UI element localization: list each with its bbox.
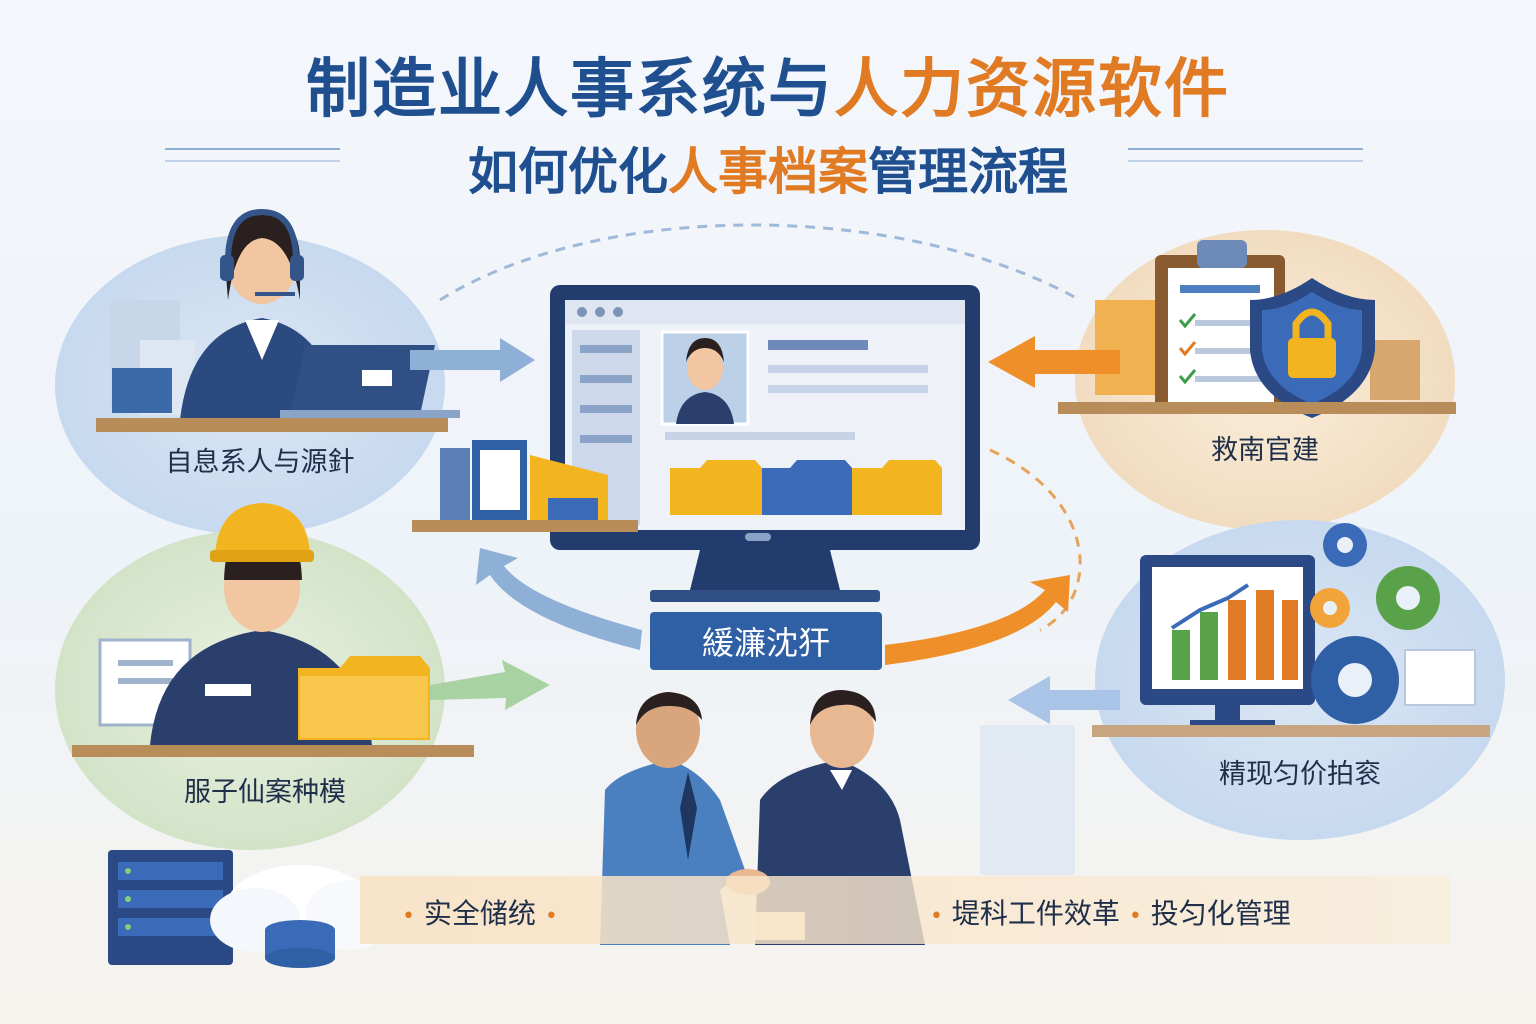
label-mid-right: 精现匀价拍衮 [1219,759,1381,790]
banner-item-2: • 堤科工件效革 • 投匀化管理 [930,892,1291,932]
arrow-to-monitor-blue [1008,676,1120,724]
bullet-dot-icon: • [544,904,558,929]
label-mid-left: 服子仙案种模 [184,777,346,808]
title-rule-right-2 [1128,160,1363,162]
arrow-to-monitor-green [430,660,550,710]
worker-hardhat-figure [72,503,474,757]
bullet-dot-icon: • [1128,904,1142,929]
bullet-dot-icon: • [930,904,943,929]
clipboard-shield-figure [1058,240,1456,418]
main-title-part1: 制造业人事系统与 [306,53,834,127]
subtitle-part2: 人事档案 [668,143,868,201]
banner-item-1: • 实全储统 • [402,892,558,932]
analytics-gears-figure [1092,523,1490,737]
arrow-to-monitor-orange [988,336,1120,388]
main-title: 制造业人事系统与人力资源软件 [0,38,1536,130]
binder-shelf [412,440,638,532]
server-cloud-figure [108,850,395,968]
banner-item-3-text: 投匀化管理 [1150,897,1291,930]
title-rule-left-2 [165,160,340,162]
main-title-part2: 人力资源软件 [834,53,1230,127]
bullet-dot-icon: • [402,904,415,929]
worker-headset-figure [96,208,460,432]
center-monitor [550,285,980,602]
title-rule-left [165,148,340,150]
bottom-banner [360,876,1450,944]
label-top-right: 救南官建 [1211,435,1319,466]
orbit-right [989,448,1082,632]
arrow-cycle-left [476,548,642,650]
center-process-label: 緩濂沈犴 [650,612,882,670]
subtitle-part1: 如何优化 [468,143,668,201]
subtitle: 如何优化人事档案管理流程 [0,132,1536,204]
banner-item-2-text: 堤科工件效革 [951,897,1120,930]
arrow-to-monitor-left [410,338,535,382]
label-top-left: 自息系人与源針 [165,447,355,478]
subtitle-part3: 管理流程 [868,143,1068,201]
orbit-top [439,223,1081,302]
title-rule-right [1128,148,1363,150]
arrow-cycle-right [885,575,1070,665]
banner-item-1-text: 实全储统 [423,897,536,930]
